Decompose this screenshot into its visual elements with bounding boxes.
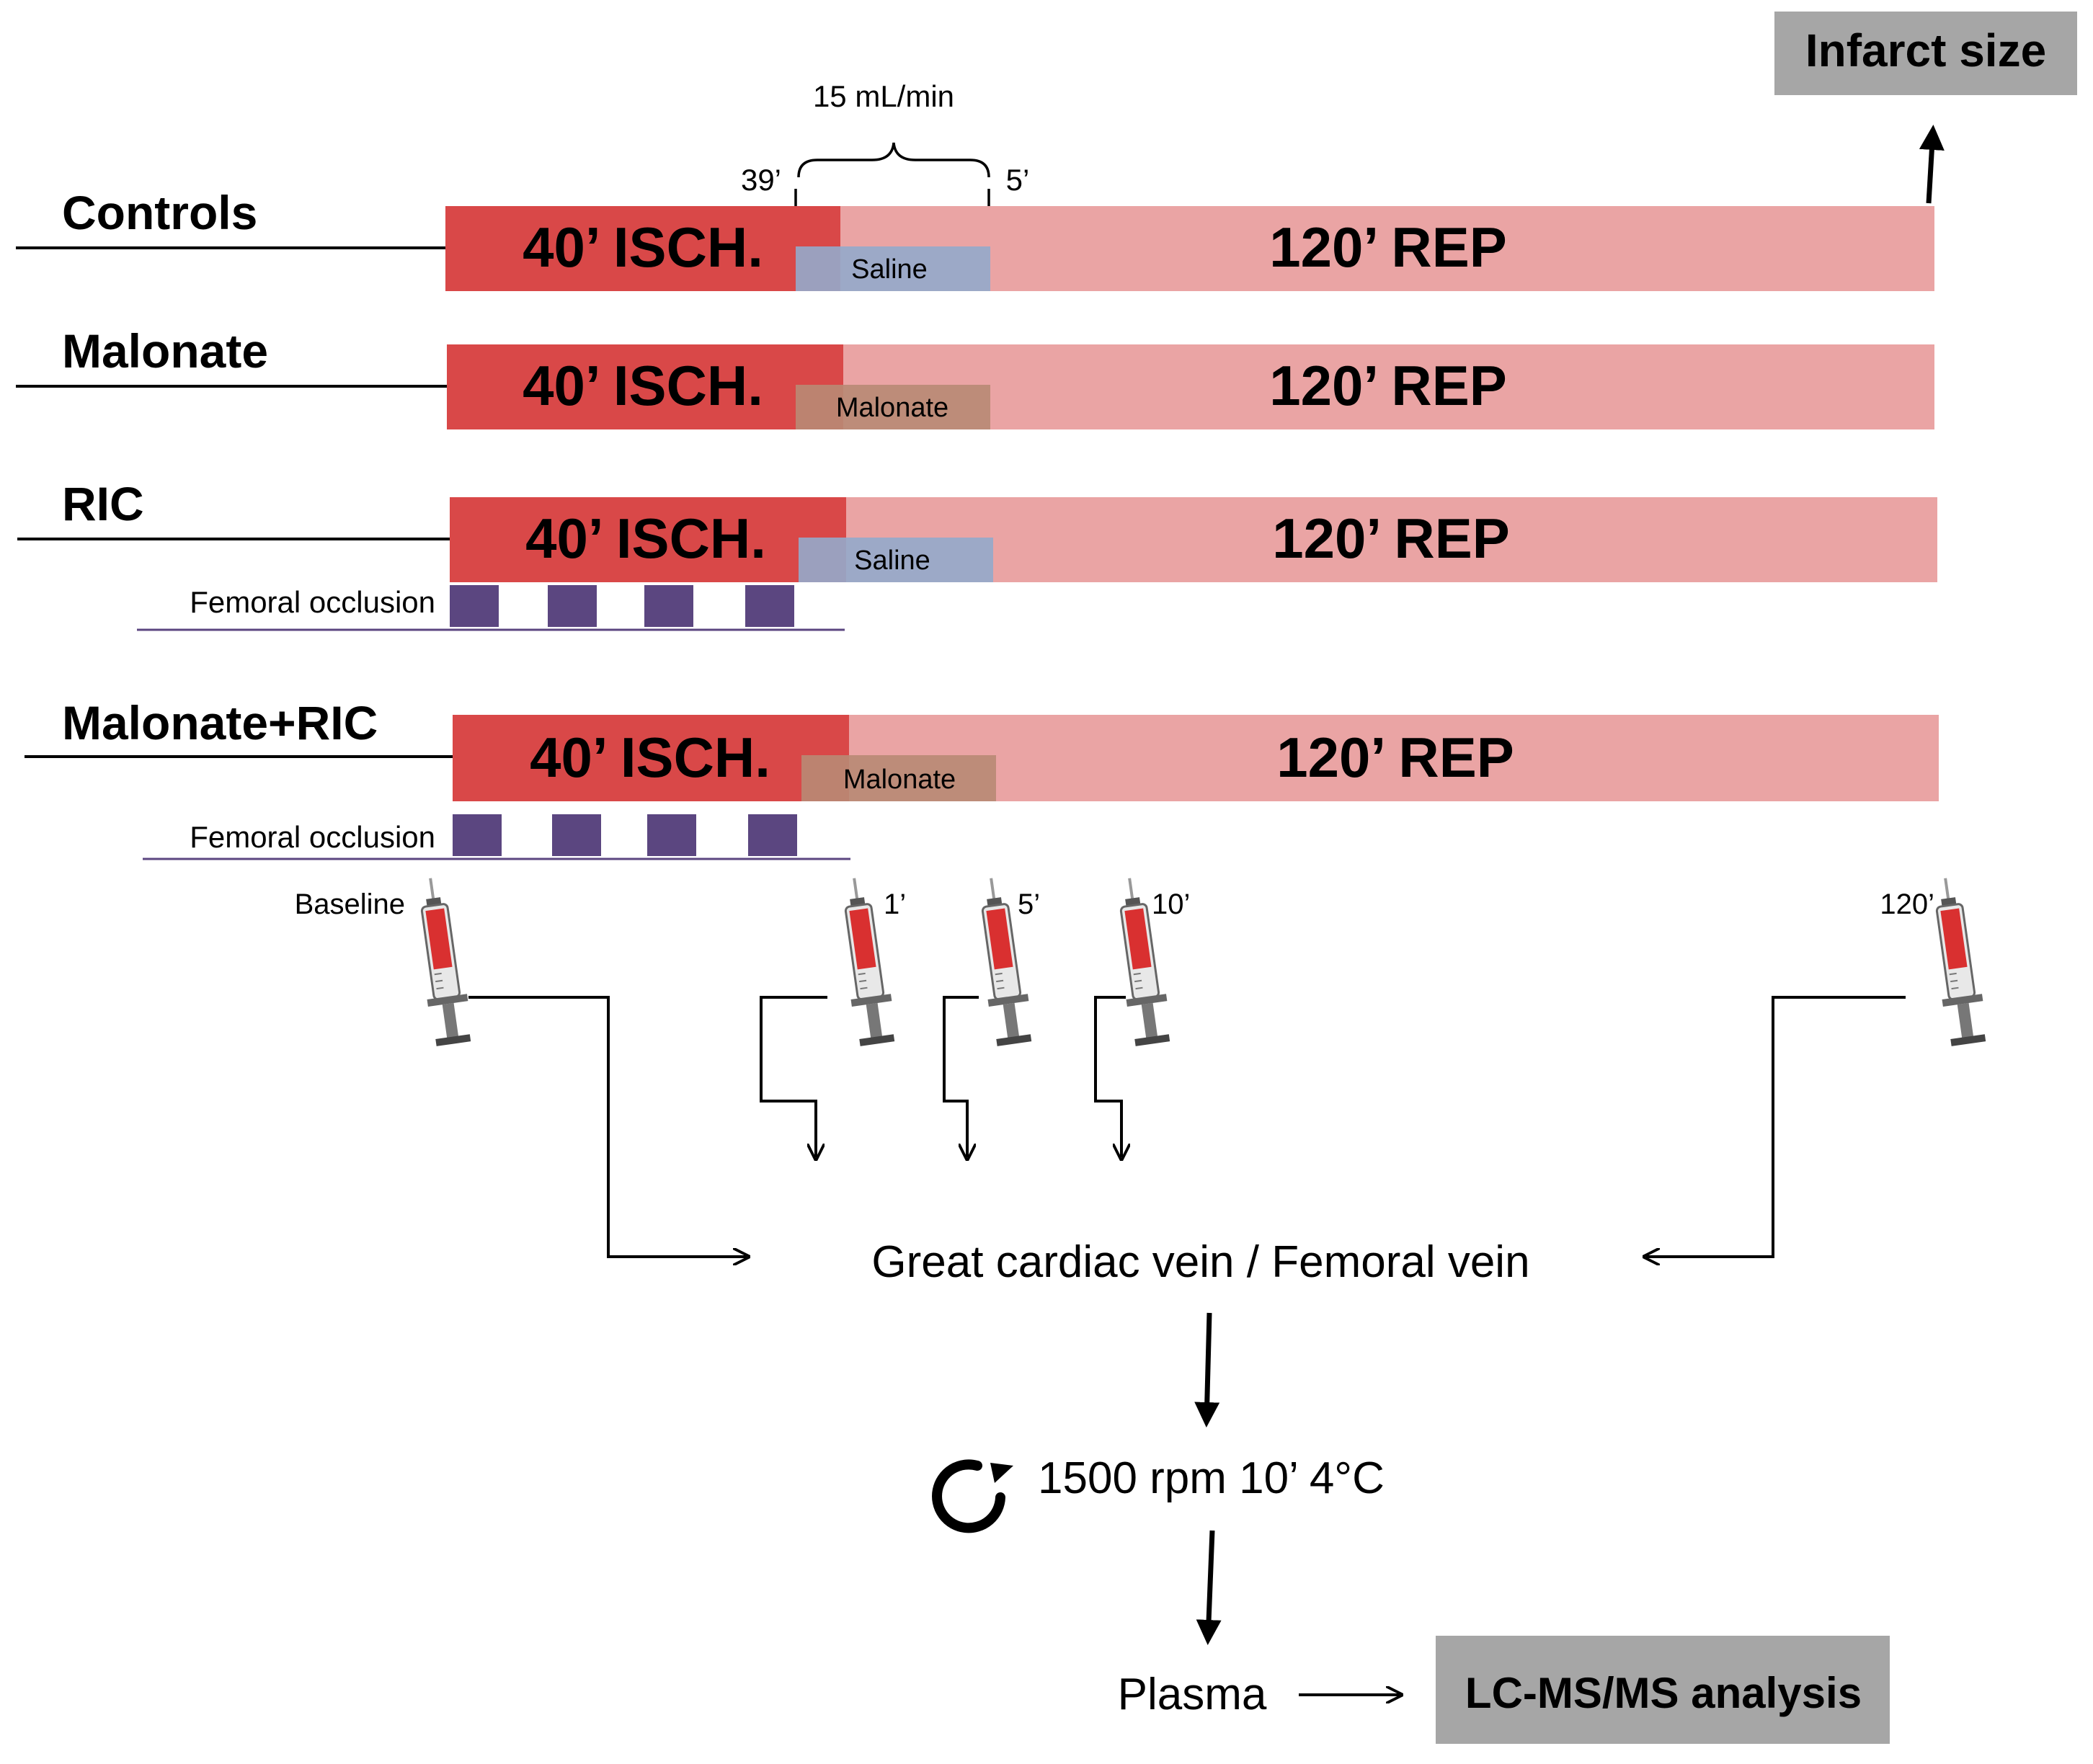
sample-10min: 10’	[1108, 873, 1190, 1048]
group-malonate-ric: Malonate+RIC 40’ ISCH. 120’ REP Malonate…	[25, 696, 1939, 860]
flow-arrow-2	[1196, 1530, 1222, 1645]
centrifuge-label: 1500 rpm 10’ 4°C	[1038, 1453, 1385, 1503]
infarct-size-arrow	[1919, 125, 1945, 204]
occlusion-block	[748, 814, 797, 856]
occlusion-block	[552, 814, 601, 856]
group-label-malonate: Malonate	[62, 324, 268, 378]
connector-5min	[943, 996, 979, 1157]
sample-label-1min: 1’	[884, 888, 906, 920]
group-label-ric: RIC	[62, 477, 144, 530]
flow-arrow-1	[1194, 1312, 1220, 1427]
ischemia-label-malonate: 40’ ISCH.	[523, 354, 763, 417]
occlusion-block	[450, 585, 499, 627]
reperfusion-label-ric: 120’ REP	[1272, 507, 1510, 570]
ischemia-label-ric: 40’ ISCH.	[525, 507, 766, 570]
reperfusion-label-malonate: 120’ REP	[1269, 354, 1507, 417]
ischemia-bar-ric	[450, 497, 846, 582]
occlusion-block	[745, 585, 794, 627]
infusion-bar-ric	[799, 538, 993, 582]
occlusion-block	[647, 814, 696, 856]
reperfusion-label-malonate-ric: 120’ REP	[1276, 726, 1514, 789]
analysis-label: LC-MS/MS analysis	[1465, 1669, 1862, 1717]
ischemia-bar-malonate	[447, 344, 843, 429]
reperfusion-label-controls: 120’ REP	[1269, 215, 1507, 279]
infusion-label-malonate-ric: Malonate	[843, 765, 956, 795]
connector-120min	[1646, 996, 1906, 1257]
infusion-start-label: 39’	[741, 163, 781, 197]
infarct-size-box	[1774, 12, 2077, 95]
infusion-bar-malonate-ric	[801, 755, 996, 801]
occlusion-block	[453, 814, 502, 856]
femoral-label-ric: Femoral occlusion	[190, 585, 435, 619]
ischemia-bar-malonate-ric	[453, 715, 849, 801]
infusion-label-malonate: Malonate	[836, 393, 948, 423]
centrifuge-icon	[932, 1459, 1013, 1533]
plasma-label: Plasma	[1118, 1670, 1267, 1719]
sample-label-5min: 5’	[1018, 888, 1040, 920]
infusion-label-ric: Saline	[854, 545, 930, 576]
group-label-controls: Controls	[62, 186, 257, 239]
infusion-end-label: 5’	[1006, 163, 1030, 197]
sample-baseline: Baseline	[295, 873, 476, 1048]
sample-1min: 1’	[832, 873, 906, 1048]
connector-10min	[1094, 996, 1126, 1157]
sample-label-120min: 120’	[1880, 888, 1934, 920]
femoral-label-malonate-ric: Femoral occlusion	[190, 820, 435, 854]
ischemia-label-malonate-ric: 40’ ISCH.	[530, 726, 770, 789]
group-controls: Controls 40’ ISCH. 120’ REP Saline	[16, 186, 1934, 291]
sample-source-label: Great cardiac vein / Femoral vein	[871, 1237, 1529, 1287]
infusion-bar-malonate	[796, 385, 990, 429]
occlusion-block	[644, 585, 693, 627]
sample-label-10min: 10’	[1152, 888, 1190, 920]
group-label-malonate-ric: Malonate+RIC	[62, 696, 378, 749]
infusion-label-controls: Saline	[851, 254, 928, 285]
analysis-box	[1436, 1636, 1890, 1744]
sample-5min: 5’	[969, 873, 1040, 1048]
ischemia-bar-controls	[445, 206, 840, 291]
ischemia-label-controls: 40’ ISCH.	[523, 215, 763, 279]
sample-120min: 120’	[1880, 873, 1991, 1048]
sample-label-baseline: Baseline	[295, 888, 405, 920]
syringe-icon	[1924, 873, 1991, 1048]
syringe-icon	[409, 873, 476, 1048]
infusion-rate-label: 15 mL/min	[813, 79, 954, 113]
occlusion-block	[548, 585, 597, 627]
infusion-bar-controls	[796, 246, 990, 291]
infusion-brace	[797, 142, 990, 178]
infarct-size-label: Infarct size	[1805, 24, 2046, 76]
group-ric: RIC 40’ ISCH. 120’ REP Saline Femoral oc…	[17, 477, 1937, 631]
group-malonate: Malonate 40’ ISCH. 120’ REP Malonate	[16, 324, 1934, 429]
connector-1min	[760, 996, 827, 1157]
connector-baseline	[468, 996, 747, 1257]
